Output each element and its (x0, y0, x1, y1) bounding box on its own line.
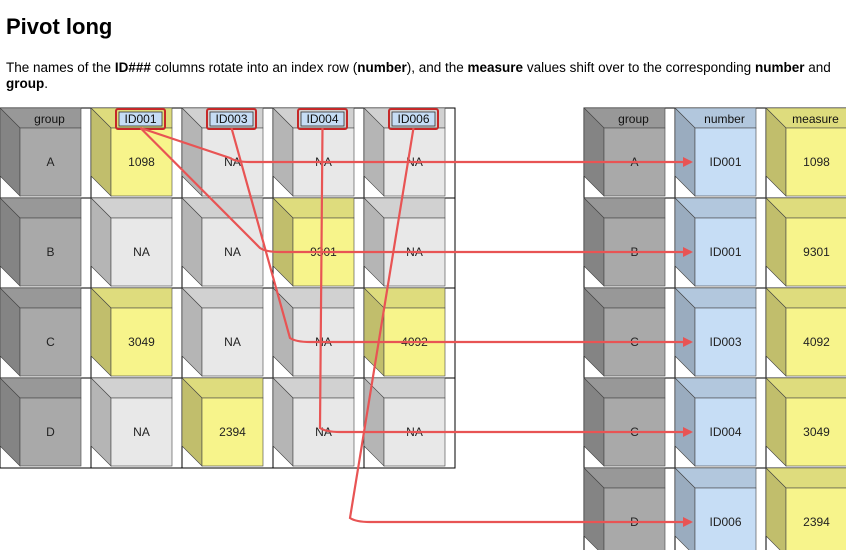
description: The names of the ID### columns rotate in… (6, 60, 840, 92)
wide-cell-r3-c2: 2394 (181, 377, 274, 469)
wide-cell-r0-c0-label: A (46, 155, 54, 169)
long-cell-r3-c2-label: 3049 (803, 425, 830, 439)
pivot-arrow-2 (139, 127, 693, 257)
long-cell-r4-c1: ID006 (674, 467, 767, 550)
wide-header-1: ID001 (124, 112, 156, 126)
wide-cell-r1-c2-label: NA (224, 245, 241, 259)
desc-bold-2: number (357, 60, 407, 75)
wide-header-1-badge (118, 111, 163, 127)
long-cell-r0-c1: ID001 (674, 107, 767, 199)
wide-header-4: ID006 (397, 112, 429, 126)
wide-cell-r3-c1-label: NA (133, 425, 150, 439)
wide-header-4-badge (391, 111, 436, 127)
long-cell-r2-c1: ID003 (674, 287, 767, 379)
wide-header-2-badge (209, 111, 254, 127)
wide-cell-r3-c0-label: D (46, 425, 55, 439)
long-header-1: number (704, 112, 745, 126)
pivot-arrow-3 (230, 127, 693, 347)
wide-cell-r2-c3: NA (272, 287, 365, 379)
wide-cell-r3-c1: NA (90, 377, 183, 469)
wide-cell-r0-c1-label: 1098 (128, 155, 155, 169)
wide-cell-r2-c1: 3049 (90, 287, 183, 379)
wide-header-2: ID003 (215, 112, 247, 126)
pivot-arrow-1 (140, 126, 693, 167)
wide-cell-r1-c0: B (0, 197, 92, 289)
long-header-2: measure (792, 112, 839, 126)
wide-cell-r2-c2: NA (181, 287, 274, 379)
long-cell-r4-c2-label: 2394 (803, 515, 830, 529)
long-cell-r3-c2: 3049 (765, 377, 846, 469)
wide-cell-r2-c1-label: 3049 (128, 335, 155, 349)
wide-cell-r2-c0: C (0, 287, 92, 379)
long-cell-r0-c2-label: 1098 (803, 155, 830, 169)
desc-bold-3: measure (467, 60, 524, 75)
wide-cell-r1-c1: NA (90, 197, 183, 289)
long-header-0: group (618, 112, 649, 126)
wide-header-0: group (34, 112, 65, 126)
wide-cell-r1-c2: NA (181, 197, 274, 289)
wide-cell-r3-c3: NA (272, 377, 365, 469)
page-title: Pivot long (6, 14, 113, 39)
long-cell-r4-c0: D (583, 467, 676, 550)
desc-bold-4: number (754, 60, 805, 75)
desc-text-2: columns rotate into an index row ( (150, 60, 358, 75)
long-cell-r4-c1-label: ID006 (709, 515, 741, 529)
wide-header-3-badge (300, 111, 345, 127)
wide-cell-r1-c1-label: NA (133, 245, 150, 259)
long-cell-r2-c2: 4092 (765, 287, 846, 379)
long-cell-r1-c0: B (583, 197, 676, 289)
long-cell-r1-c2-label: 9301 (803, 245, 830, 259)
long-cell-r0-c1-label: ID001 (709, 155, 741, 169)
desc-text-5: and (804, 60, 831, 75)
wide-cell-r2-c0-label: C (46, 335, 55, 349)
wide-cell-r1-c3: 9301 (272, 197, 365, 289)
desc-text-6: . (44, 76, 49, 91)
long-cell-r1-c2: 9301 (765, 197, 846, 289)
wide-cell-r2-c2-label: NA (224, 335, 241, 349)
desc-bold-5: group (6, 76, 45, 91)
long-cell-r3-c0: C (583, 377, 676, 469)
pivot-arrow-4 (318, 127, 693, 437)
wide-cell-r3-c4: NA (363, 377, 456, 469)
long-cell-r3-c1: ID004 (674, 377, 767, 469)
long-cell-r2-c2-label: 4092 (803, 335, 830, 349)
wide-cell-r3-c0: D (0, 377, 92, 469)
long-cell-r2-c0: C (583, 287, 676, 379)
wide-cell-r3-c2-label: 2394 (219, 425, 246, 439)
wide-cell-r2-c4: 4092 (363, 287, 456, 379)
long-cell-r1-c1-label: ID001 (709, 245, 741, 259)
desc-text-1: The names of the (6, 60, 115, 75)
wide-cell-r1-c4: NA (363, 197, 456, 289)
long-cell-r2-c1-label: ID003 (709, 335, 741, 349)
pivot-arrow-5 (348, 127, 693, 527)
desc-text-4: values shift over to the corresponding (523, 60, 755, 75)
long-cell-r1-c1: ID001 (674, 197, 767, 289)
wide-header-3: ID004 (306, 112, 338, 126)
wide-cell-r0-c0: A (0, 107, 92, 199)
wide-cell-r1-c0-label: B (46, 245, 54, 259)
desc-bold-1: ID### (114, 60, 151, 75)
desc-text-3: ), and the (406, 60, 468, 75)
long-cell-r3-c1-label: ID004 (709, 425, 741, 439)
long-cell-r4-c2: 2394 (765, 467, 846, 550)
